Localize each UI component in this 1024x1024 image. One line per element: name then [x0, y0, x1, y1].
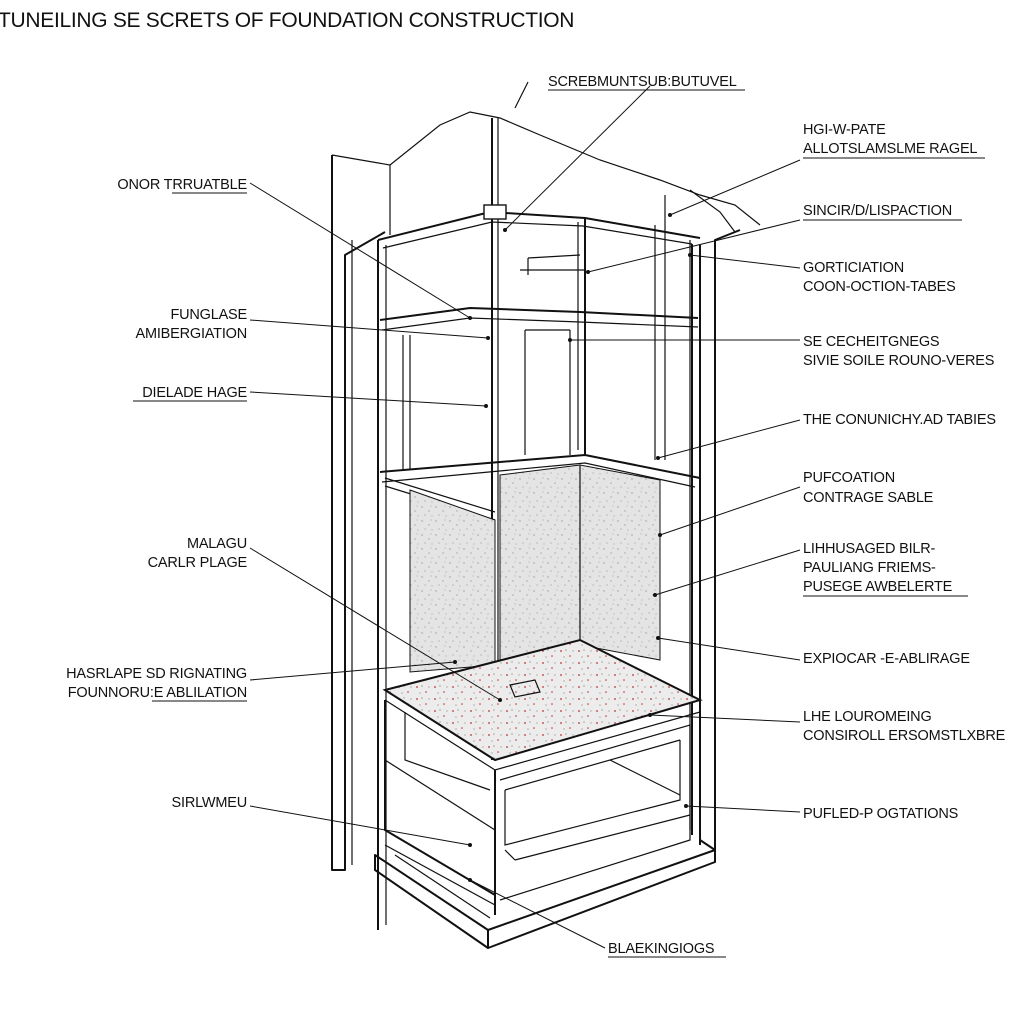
label-right-3b: COON-OCTION-TABES	[803, 279, 956, 295]
label-right-9b: CONSIROLL ERSOMSTLXBRE	[803, 728, 1006, 744]
label-left-6: SIRLWMEU	[172, 795, 247, 811]
label-right-5: THE CONUNICHY.AD TABIES	[803, 412, 996, 428]
label-left-2a: FUNGLASE	[170, 307, 247, 323]
back-panel-left	[409, 489, 496, 673]
label-left-1: ONOR TRRUATBLE	[117, 177, 247, 193]
label-left-5a: HASRLAPE SD RIGNATING	[66, 666, 247, 682]
label-right-7a: LIHHUSAGED BILR-	[803, 541, 936, 557]
label-left-5b: FOUNNORU:E ABLILATION	[68, 685, 247, 701]
label-right-6a: PUFCOATION	[803, 470, 895, 486]
leader-lines	[249, 85, 801, 949]
diagram-title: TUNEILING SE SCRETS OF FOUNDATION CONSTR…	[0, 9, 574, 32]
label-right-4a: SE CECHEITGNEGS	[803, 334, 939, 350]
label-right-6b: CONTRAGE SABLE	[803, 490, 934, 506]
floor-slab	[382, 638, 703, 762]
label-bottom: BLAEKINGIOGS	[608, 941, 714, 957]
label-left-2b: AMIBERGIATION	[135, 326, 247, 342]
label-right-7b: PAULIANG FRIEMS-	[803, 560, 936, 576]
label-right-3a: GORTICIATION	[803, 260, 904, 276]
base-right	[487, 849, 716, 949]
callout-labels: SCREBMUNTSUB:BUTUVEL HGI-W-PATE ALLOTSLA…	[66, 74, 1006, 958]
label-right-9a: LHE LOUROMEING	[803, 709, 932, 725]
label-right-8: EXPIOCAR -E-ABLIRAGE	[803, 651, 970, 667]
label-right-2: SINCIR/D/LISPACTION	[803, 203, 952, 219]
label-left-4b: CARLR PLAGE	[148, 555, 248, 571]
label-top-center: SCREBMUNTSUB:BUTUVEL	[548, 74, 737, 90]
roof-outline	[389, 111, 761, 226]
label-right-7c: PUSEGE AWBELERTE	[803, 579, 953, 595]
right-wall	[699, 229, 741, 851]
mid-shelf	[379, 307, 699, 321]
base-left	[374, 854, 489, 949]
label-left-4a: MALAGU	[187, 536, 247, 552]
structure-drawing	[331, 81, 761, 949]
label-right-4b: SIVIE SOILE ROUNO-VERES	[803, 353, 994, 369]
label-right-10: PUFLED-P OGTATIONS	[803, 806, 958, 822]
left-wall	[331, 155, 386, 871]
top-frame	[377, 211, 701, 241]
roof-peak-line	[514, 81, 529, 109]
label-right-1a: HGI-W-PATE	[803, 122, 886, 138]
label-left-3: DIELADE HAGE	[142, 385, 247, 401]
lower-frame	[379, 454, 701, 479]
label-right-1b: ALLOTSLAMSLME RAGEL	[803, 141, 977, 157]
